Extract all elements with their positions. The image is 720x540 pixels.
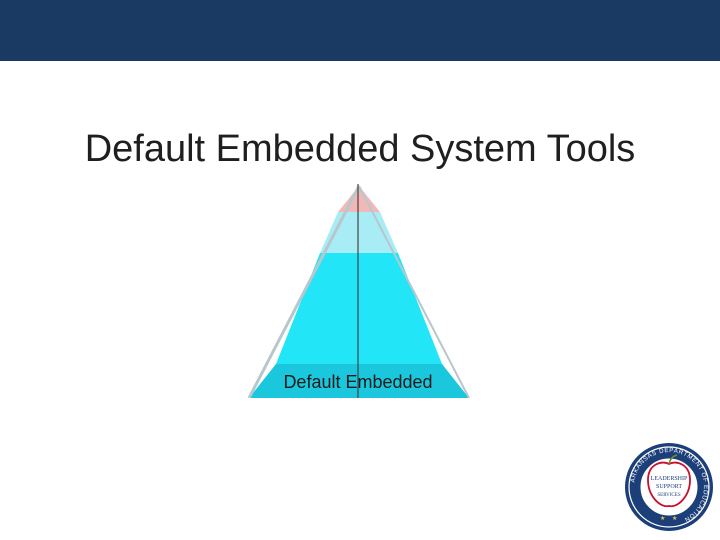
svg-text:SERVICES: SERVICES: [657, 493, 680, 498]
pyramid-diagram: [247, 184, 470, 398]
svg-text:LEADERSHIP: LEADERSHIP: [651, 476, 688, 482]
svg-text:SUPPORT: SUPPORT: [656, 484, 682, 490]
slide-title: Default Embedded System Tools: [84, 128, 636, 170]
pyramid-level-1: [338, 186, 380, 212]
pyramid-level-3: [276, 253, 442, 364]
pyramid-level-4: [249, 364, 469, 398]
pyramid-left-edge: [247, 185, 361, 398]
svg-text:★: ★: [672, 515, 677, 522]
pyramid-level-4-label: Default Embedded: [283, 372, 433, 392]
top-banner: [0, 0, 720, 61]
svg-text:★: ★: [660, 515, 665, 522]
pyramid-right-edge: [358, 185, 470, 398]
pyramid-level-2: [320, 212, 398, 253]
arkansas-education-seal-logo: ARKANSAS DEPARTMENT OF EDUCATION LEADERS…: [625, 443, 713, 531]
